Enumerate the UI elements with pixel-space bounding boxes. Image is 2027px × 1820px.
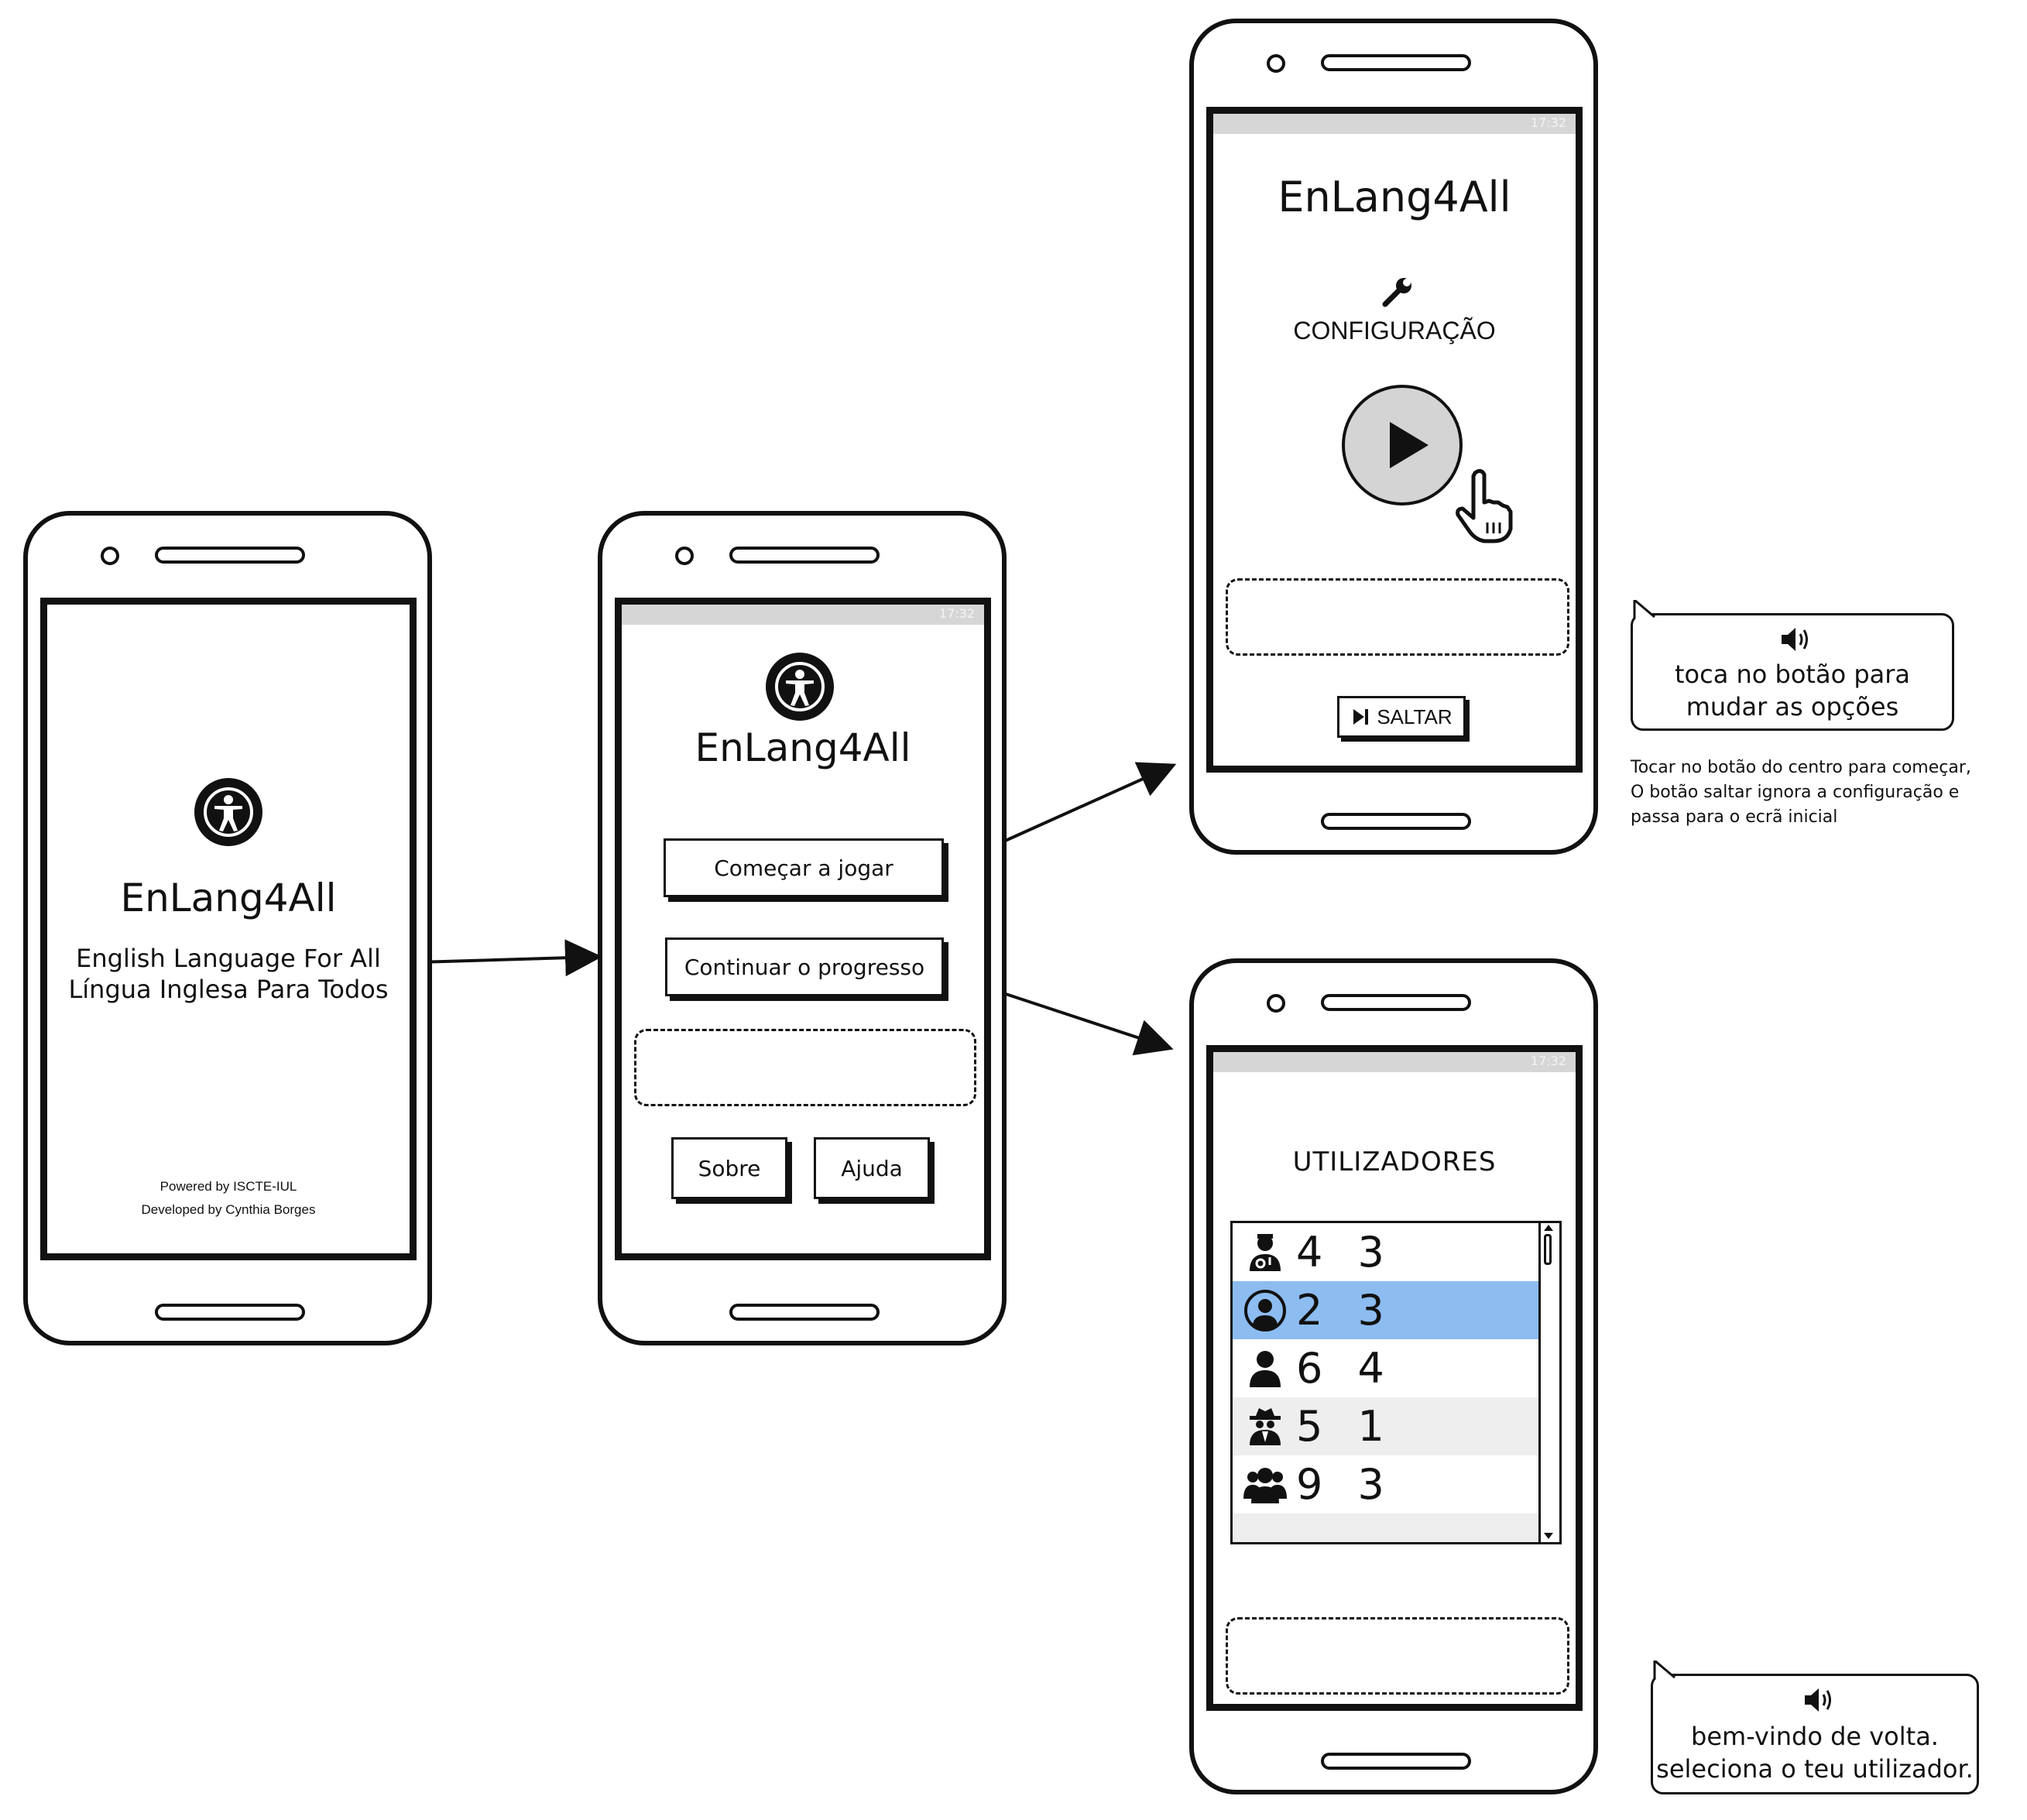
phone-home-bar xyxy=(1321,813,1471,830)
audio-hint-bubble-users: bem-vindo de volta. seleciona o teu util… xyxy=(1651,1661,1979,1794)
user-value: 9 3 xyxy=(1296,1460,1395,1509)
users-title: UTILIZADORES xyxy=(1292,1146,1497,1177)
app-title: EnLang4All xyxy=(120,876,337,920)
user-value: 2 3 xyxy=(1296,1286,1395,1335)
phone-camera xyxy=(101,547,119,565)
app-title: EnLang4All xyxy=(1278,173,1511,221)
list-item-empty xyxy=(1233,1513,1539,1542)
phone-camera xyxy=(675,547,694,565)
bubble-tail xyxy=(1653,1661,1675,1679)
speaker-icon xyxy=(1803,1687,1834,1713)
user-circle-icon xyxy=(1242,1287,1288,1334)
users-list[interactable]: 4 3 2 3 6 4 5 1 9 3 xyxy=(1230,1221,1562,1544)
app-title: EnLang4All xyxy=(695,725,911,770)
config-screen: 17:32 EnLang4All CONFIGURAÇÃO SALTAR xyxy=(1206,107,1583,773)
list-item[interactable]: 4 3 xyxy=(1233,1223,1539,1281)
content-placeholder xyxy=(1226,1617,1569,1695)
start-game-button[interactable]: Começar a jogar xyxy=(664,838,944,897)
status-time: 17:32 xyxy=(1530,115,1566,130)
phone-speaker xyxy=(729,547,880,564)
list-item[interactable]: 6 4 xyxy=(1233,1339,1539,1397)
list-scrollbar[interactable] xyxy=(1538,1223,1559,1542)
scroll-up-arrow[interactable] xyxy=(1544,1225,1553,1231)
note-line-3: passa para o ecrã inicial xyxy=(1631,807,1838,827)
scroll-down-arrow[interactable] xyxy=(1544,1533,1553,1539)
phone-camera xyxy=(1267,54,1285,73)
status-bar: 17:32 xyxy=(1213,1052,1576,1072)
user-value: 5 1 xyxy=(1296,1402,1395,1451)
bubble-line-2: seleciona o teu utilizador. xyxy=(1656,1754,1974,1784)
user-icon xyxy=(1242,1345,1288,1392)
accessibility-icon xyxy=(766,653,834,721)
status-time: 17:32 xyxy=(1530,1054,1566,1068)
play-button[interactable] xyxy=(1342,385,1463,506)
phone-users: 17:32 UTILIZADORES 4 3 2 3 6 4 5 1 9 3 xyxy=(1189,958,1598,1794)
user-value: 6 4 xyxy=(1296,1344,1395,1393)
phone-menu: 17:32 EnLang4All Começar a jogar Continu… xyxy=(598,511,1007,1345)
help-button[interactable]: Ajuda xyxy=(814,1137,930,1199)
content-placeholder xyxy=(634,1029,976,1106)
phone-splash: EnLang4All English Language For All Líng… xyxy=(23,511,432,1345)
speaker-icon xyxy=(1780,626,1811,653)
content-placeholder xyxy=(1226,578,1569,656)
skip-icon xyxy=(1353,709,1369,725)
config-label: CONFIGURAÇÃO xyxy=(1293,317,1496,344)
splash-screen: EnLang4All English Language For All Líng… xyxy=(40,598,417,1260)
phone-speaker xyxy=(1321,994,1471,1011)
continue-progress-button[interactable]: Continuar o progresso xyxy=(665,937,944,996)
note-line-1: Tocar no botão do centro para começar, xyxy=(1631,758,1971,777)
phone-speaker xyxy=(155,547,305,564)
status-bar: 17:32 xyxy=(622,605,984,625)
list-item[interactable]: 9 3 xyxy=(1233,1455,1539,1513)
user-doctor-icon xyxy=(1242,1229,1288,1276)
list-item[interactable]: 5 1 xyxy=(1233,1397,1539,1455)
menu-screen: 17:32 EnLang4All Começar a jogar Continu… xyxy=(615,598,991,1260)
scroll-thumb[interactable] xyxy=(1544,1234,1552,1265)
bubble-line-2: mudar as opções xyxy=(1686,692,1899,721)
phone-home-bar xyxy=(1321,1753,1471,1770)
phone-home-bar xyxy=(155,1304,305,1321)
phone-speaker xyxy=(1321,54,1471,71)
status-time: 17:32 xyxy=(938,606,975,621)
subtitle-portuguese: Língua Inglesa Para Todos xyxy=(68,975,389,1004)
users-group-icon xyxy=(1242,1462,1288,1508)
status-bar: 17:32 xyxy=(1213,114,1576,134)
list-item-selected[interactable]: 2 3 xyxy=(1233,1281,1539,1339)
arrow-splash-to-menu xyxy=(417,939,602,977)
audio-hint-bubble-config: toca no botão para mudar as opções xyxy=(1631,600,1954,731)
footer-developed: Developed by Cynthia Borges xyxy=(141,1202,316,1217)
bubble-tail xyxy=(1633,600,1655,619)
bubble-line-1: toca no botão para xyxy=(1674,660,1910,689)
user-value: 4 3 xyxy=(1296,1228,1395,1277)
note-line-2: O botão saltar ignora a configuração e xyxy=(1631,783,1960,802)
phone-camera xyxy=(1267,994,1285,1013)
skip-button[interactable]: SALTAR xyxy=(1337,696,1466,738)
footer-powered: Powered by ISCTE-IUL xyxy=(159,1179,297,1194)
user-secret-icon xyxy=(1242,1404,1288,1450)
skip-label: SALTAR xyxy=(1377,704,1453,728)
play-icon xyxy=(1390,422,1429,468)
config-note: Tocar no botão do centro para começar, O… xyxy=(1631,756,1971,830)
accessibility-icon xyxy=(194,778,262,846)
bubble-line-1: bem-vindo de volta. xyxy=(1691,1722,1939,1751)
users-screen: 17:32 UTILIZADORES 4 3 2 3 6 4 5 1 9 3 xyxy=(1206,1045,1583,1711)
phone-config: 17:32 EnLang4All CONFIGURAÇÃO SALTAR xyxy=(1189,19,1598,855)
wrench-icon xyxy=(1380,275,1415,309)
hand-pointer-icon xyxy=(1453,467,1523,544)
subtitle-english: English Language For All xyxy=(76,944,381,973)
about-button[interactable]: Sobre xyxy=(671,1137,787,1199)
phone-home-bar xyxy=(729,1304,880,1321)
